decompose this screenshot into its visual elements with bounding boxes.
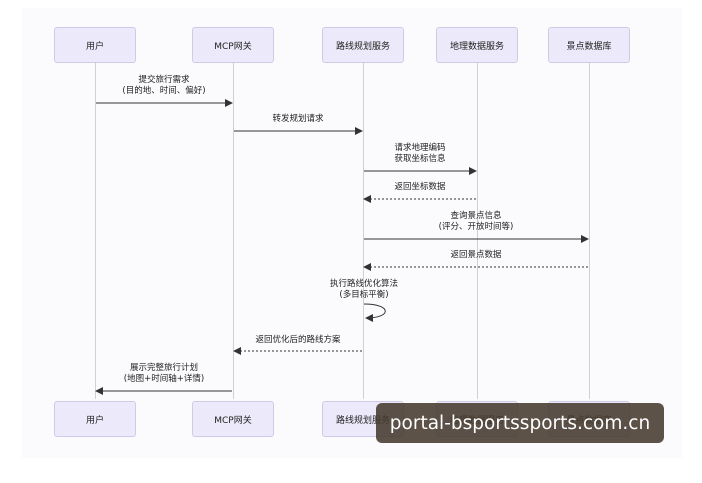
message-label-6: 返回景点数据 (450, 250, 502, 260)
lifeline-geo (477, 63, 478, 399)
watermark-banner: portal-bsportssports.com.cn (376, 403, 664, 443)
message-label-7: 执行路线优化算法 (多目标平衡) (329, 279, 399, 300)
lifeline-poi (589, 63, 590, 399)
lifeline-route (363, 63, 364, 399)
actor-poi-top: 景点数据库 (548, 27, 630, 63)
lifeline-gateway (233, 63, 234, 399)
actor-gateway-bottom: MCP网关 (192, 401, 274, 437)
message-label-4: 返回坐标数据 (394, 182, 446, 192)
message-label-9: 展示完整旅行计划 (地图+时间轴+详情) (123, 363, 205, 384)
message-label-5: 查询景点信息 (评分、开放时间等) (438, 211, 514, 232)
message-label-3: 请求地理编码 获取坐标信息 (394, 143, 446, 164)
actor-user-bottom: 用户 (54, 401, 136, 437)
message-label-2: 转发规划请求 (272, 114, 324, 124)
message-label-8: 返回优化后的路线方案 (255, 335, 341, 345)
arrow-msg-7 (363, 303, 386, 322)
actor-route-top: 路线规划服务 (322, 27, 404, 63)
actor-user-top: 用户 (54, 27, 136, 63)
actor-geo-top: 地理数据服务 (436, 27, 518, 63)
lifeline-user (95, 63, 96, 399)
message-label-1: 提交旅行需求 (目的地、时间、偏好) (122, 75, 206, 96)
actor-gateway-top: MCP网关 (192, 27, 274, 63)
diagram-frame (22, 8, 682, 458)
